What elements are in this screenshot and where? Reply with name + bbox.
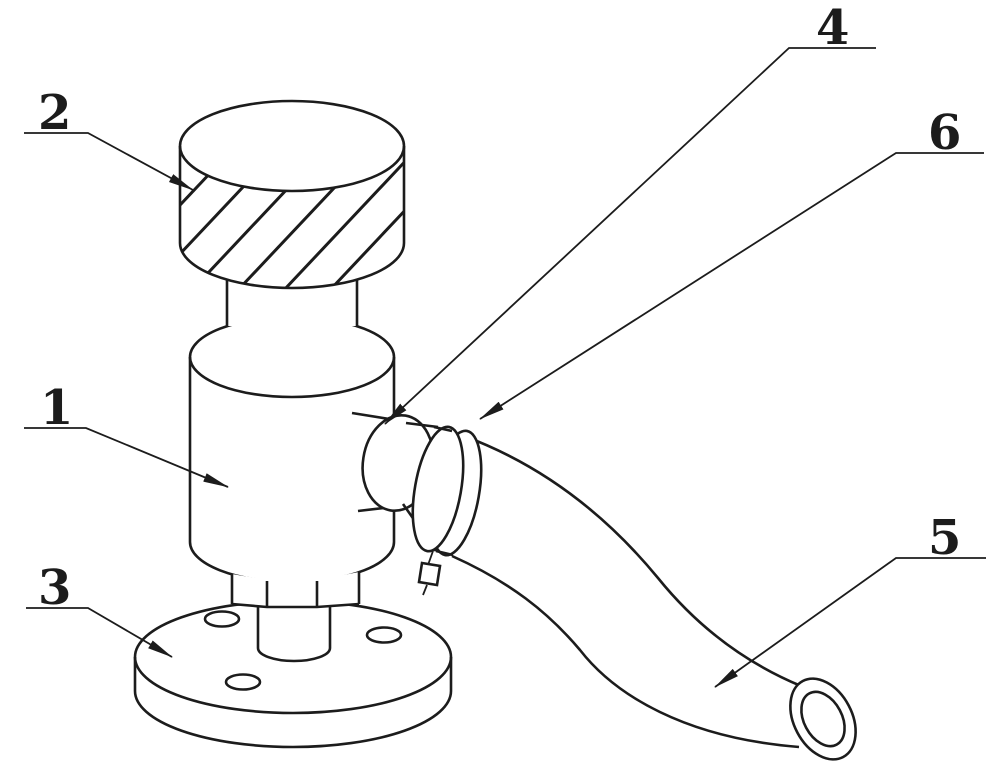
body-top-ellipse [188, 315, 396, 399]
drawing-root [24, 47, 986, 761]
leader-line-3 [26, 607, 173, 658]
hose-end-outer-ellipse [789, 677, 857, 761]
hatch-line [282, 150, 404, 288]
hatch-line [328, 150, 404, 288]
hose-upper-edge [463, 434, 802, 688]
stem-bottom-arc [256, 647, 332, 663]
leader-line-1 [24, 427, 229, 488]
clamp-front-ring [411, 425, 465, 553]
part-2-cap [178, 99, 406, 290]
clamp-bottom-join [435, 549, 454, 557]
body-bottom-arc [188, 541, 396, 584]
part-3-flange [133, 599, 453, 749]
callout-label-3: 3 [38, 560, 71, 616]
flange-bottom-arc [133, 690, 453, 749]
flange-bolt-hole [365, 626, 403, 644]
clamp-screw-housing [417, 561, 442, 587]
callout-label-6: 6 [928, 105, 961, 161]
leader-line-4 [384, 47, 876, 425]
flange-bolt-hole [203, 610, 241, 628]
callout-labels: 2 1 3 4 6 5 [38, 0, 961, 616]
cap-bottom-arc [178, 242, 406, 290]
port-connector-top [405, 421, 439, 429]
hose-fill [452, 436, 801, 747]
callout-label-4: 4 [816, 0, 849, 56]
flange-top-ellipse [133, 599, 453, 715]
leader-line-6 [479, 152, 984, 420]
clamp-top-join [433, 425, 453, 433]
hose-end-inner-ellipse [800, 690, 846, 748]
clamp-screw-tail [422, 584, 428, 596]
cap-top-ellipse [178, 99, 406, 193]
hex-nut [230, 572, 361, 609]
stem [256, 607, 332, 663]
leader-line-2 [24, 132, 194, 191]
cap-hatching [180, 150, 404, 288]
part-6-clamp [411, 425, 483, 596]
callout-label-2: 2 [38, 85, 71, 141]
hose-lower-edge [451, 554, 800, 749]
callout-label-1: 1 [40, 380, 73, 436]
leader-line-5 [714, 557, 986, 688]
callout-label-5: 5 [928, 510, 961, 566]
clamp-screw-stem [427, 550, 434, 566]
hex-face [232, 572, 359, 607]
part-1-body-top [188, 315, 396, 399]
callout-leaders [24, 47, 986, 688]
part-5-hose [451, 434, 857, 761]
flange-bolt-hole [224, 673, 262, 691]
hex-bottom-edge [231, 602, 360, 609]
